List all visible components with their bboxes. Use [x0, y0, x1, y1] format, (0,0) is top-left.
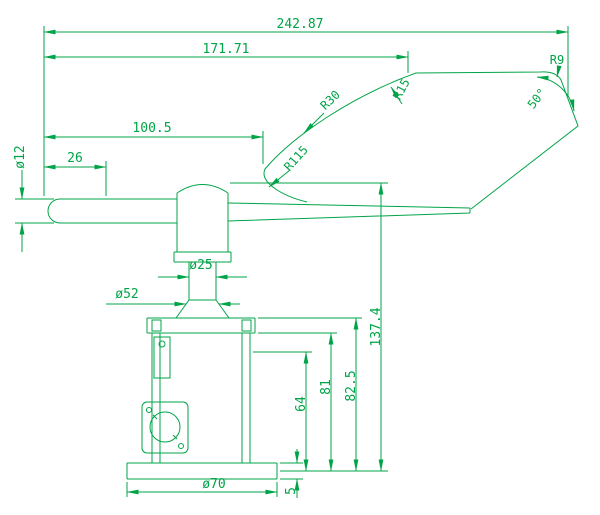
dim-fin-corner-radius: R9 — [550, 53, 564, 67]
plate-screw-top — [147, 408, 152, 413]
dim-overall-height: 137.4 — [369, 307, 384, 346]
front-connector-plate — [142, 402, 188, 453]
dim-body-height: 81 — [319, 379, 334, 395]
side-connector-hole — [159, 341, 165, 347]
dim-fin-angle: 50° — [525, 86, 549, 112]
dimension-lines — [15, 26, 574, 498]
dim-vane-length: 171.71 — [203, 42, 250, 57]
plate-screw-bottom — [179, 444, 184, 449]
leader-r15 — [391, 86, 402, 104]
leader-r9 — [557, 65, 562, 78]
hub-collar — [174, 252, 231, 262]
wind-vane-assembly — [48, 72, 578, 479]
tail-arm — [228, 203, 470, 221]
cap-bolt-right — [242, 320, 251, 331]
body-cap — [147, 318, 255, 333]
dim-counterweight-length: 26 — [67, 151, 83, 166]
flange-outline — [127, 463, 277, 479]
fin — [264, 72, 578, 209]
dim-rod-diameter: ø12 — [13, 145, 28, 168]
dim-body-height-outer: 82.5 — [344, 370, 359, 401]
dim-fin-radius-mid: R30 — [318, 88, 343, 113]
dim-fin-offset: 100.5 — [132, 121, 171, 136]
dimension-labels: 242.87 171.71 100.5 26 ø12 ø25 ø52 ø70 1… — [13, 17, 564, 495]
ext-flange-dia — [127, 482, 277, 497]
angle-arc-50 — [536, 75, 574, 112]
dim-shaft-diameter: ø25 — [189, 258, 212, 273]
hub-sides — [177, 193, 228, 252]
dim-cap-diameter: ø52 — [115, 287, 138, 302]
counterweight-rod — [48, 199, 177, 223]
neck-flare — [176, 300, 229, 318]
connector-circle — [150, 412, 180, 442]
fin-outline — [264, 72, 578, 209]
dim-overall-length: 242.87 — [277, 17, 324, 32]
leader-r115 — [268, 170, 290, 187]
hub — [174, 185, 231, 263]
rod-outline — [48, 199, 177, 223]
dim-fin-radius-small: R15 — [390, 76, 413, 102]
hub-dome — [177, 185, 228, 194]
leader-r30 — [303, 113, 324, 134]
connector-key-slots — [153, 415, 177, 439]
body-walls — [152, 333, 250, 463]
mounting-flange — [127, 463, 277, 479]
dim-flange-thickness: 5 — [284, 487, 299, 495]
arm-taper — [228, 203, 470, 221]
cap-bolt-left — [152, 320, 161, 331]
dim-lower-height: 64 — [294, 396, 309, 412]
dim-flange-diameter: ø70 — [202, 477, 225, 492]
shaft-neck — [176, 262, 229, 318]
housing-body — [142, 318, 255, 463]
side-connector-box — [154, 337, 170, 378]
neck-sides — [189, 262, 216, 300]
